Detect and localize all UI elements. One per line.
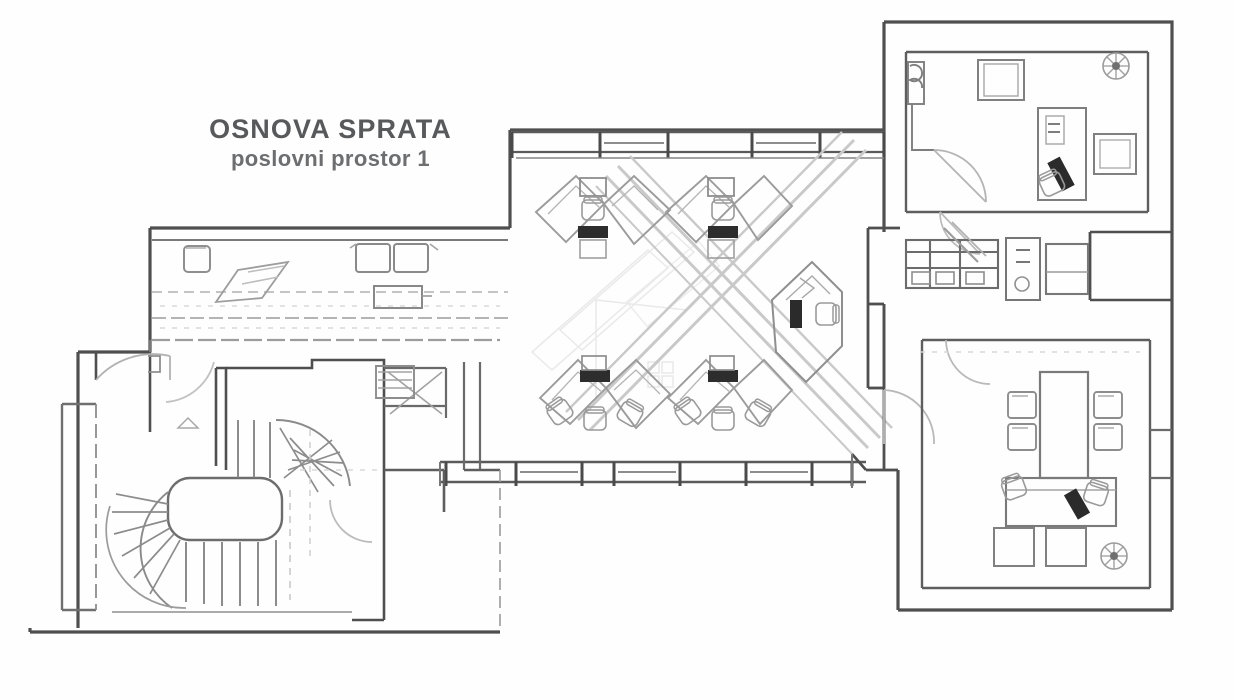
appliance [1005, 237, 1041, 301]
desk-cabinet [707, 177, 735, 197]
door-swing [933, 149, 987, 203]
potted-plant [1102, 52, 1130, 80]
mid-partition [384, 468, 500, 512]
hall-fixture [148, 355, 200, 429]
executive-desk [1004, 476, 1118, 528]
chair [542, 394, 576, 428]
door-swing [945, 339, 991, 385]
conference-table [1038, 370, 1090, 480]
diagonal-circulation-bands [565, 131, 893, 459]
chair [1081, 477, 1112, 508]
desk-cabinet [579, 239, 607, 259]
stair-core-walls [94, 352, 386, 622]
right-door-swing [883, 389, 935, 445]
chair [1007, 391, 1037, 451]
potted-plant [1100, 542, 1128, 570]
monitor [1063, 488, 1091, 520]
chevron-desk [666, 358, 794, 426]
left-exterior-walls [60, 402, 97, 612]
wall-fixture [907, 61, 934, 151]
monitor [1047, 156, 1075, 192]
structural-misc [149, 340, 853, 632]
chair [1093, 391, 1123, 451]
office-bottom-right [920, 338, 1172, 590]
corridor [152, 239, 508, 342]
table [373, 285, 423, 309]
monitor [708, 370, 738, 382]
chair [711, 406, 735, 431]
chair [815, 302, 840, 326]
service-kitchen [904, 221, 1090, 301]
bottom-wall-windows [440, 460, 866, 486]
chair [670, 394, 704, 428]
desk-cabinet [709, 355, 735, 371]
cabinet [1093, 133, 1137, 175]
cabinet [977, 59, 1025, 101]
desk-cabinet [707, 239, 735, 259]
chair [183, 245, 211, 273]
stair-run-marker [375, 365, 443, 415]
diagonal-desk[interactable] [770, 260, 843, 384]
stair-enclosure [384, 362, 482, 470]
monitor [708, 226, 738, 238]
desk-cabinet [581, 355, 607, 371]
cabinet [993, 527, 1087, 567]
building-outline [28, 20, 1174, 634]
office-top-right [904, 50, 1150, 255]
spiral-staircase [105, 419, 352, 613]
cabinet [355, 243, 391, 273]
executive-desk [1037, 107, 1087, 201]
workstation-cluster-bottom[interactable] [538, 355, 794, 431]
desk-cabinet [579, 177, 607, 197]
monitor [790, 300, 802, 328]
ghost-dimension-lines [160, 305, 1140, 471]
cabinet [393, 243, 429, 273]
door-swings-stair-hall [95, 353, 373, 543]
monitor [578, 226, 608, 238]
chair [998, 471, 1029, 502]
monitor [580, 370, 610, 382]
workstation-cluster-top[interactable] [534, 174, 794, 259]
chevron-desk [538, 358, 672, 430]
right-core-walls [850, 226, 1172, 610]
